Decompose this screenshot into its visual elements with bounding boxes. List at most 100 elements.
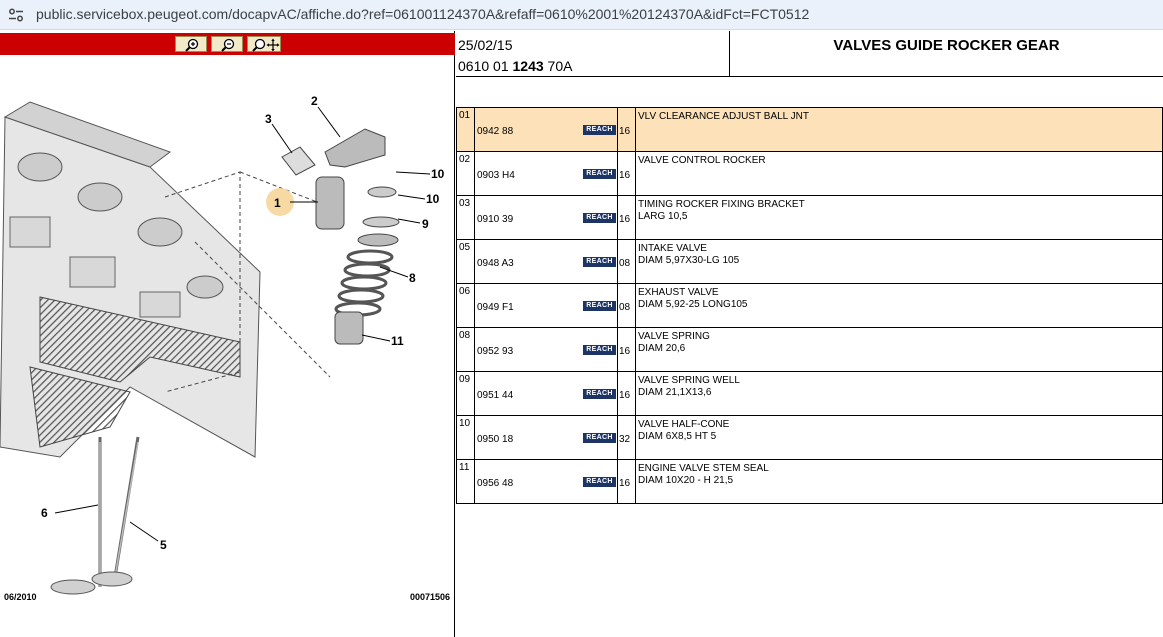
reach-badge: REACH <box>583 257 616 267</box>
part-number[interactable]: 0950 18 <box>477 434 514 445</box>
parts-header: 25/02/15 0610 01 1243 70A VALVES GUIDE R… <box>456 31 1163 77</box>
row-ref-cell[interactable]: 0910 39 REACH <box>474 195 618 240</box>
quantity: 08 <box>619 258 631 269</box>
callout-5[interactable]: 5 <box>160 538 167 552</box>
row-index: 03 <box>456 195 475 240</box>
reach-badge: REACH <box>583 433 616 443</box>
row-ref-cell[interactable]: 0948 A3 REACH <box>474 239 618 284</box>
part-description: ENGINE VALVE STEM SEAL <box>638 463 769 474</box>
header-ref-bold: 1243 <box>512 58 544 74</box>
callout-11[interactable]: 11 <box>391 334 404 348</box>
row-index: 09 <box>456 371 475 416</box>
quantity: 16 <box>619 478 631 489</box>
row-ref-cell[interactable]: 0950 18 REACH <box>474 415 618 460</box>
callout-10b[interactable]: 10 <box>426 192 440 206</box>
reach-badge: REACH <box>583 345 616 355</box>
callout-9[interactable]: 9 <box>422 217 429 231</box>
row-index: 01 <box>456 107 475 152</box>
row-ref-cell[interactable]: 0951 44 REACH <box>474 371 618 416</box>
header-ref-prefix: 0610 01 <box>458 58 513 74</box>
header-divider <box>729 31 730 77</box>
callout-6[interactable]: 6 <box>41 506 48 520</box>
part-number[interactable]: 0910 39 <box>477 214 514 225</box>
part-detail: DIAM 20,6 <box>638 343 686 354</box>
row-ref-cell[interactable]: 0903 H4 REACH <box>474 151 618 196</box>
diagram-date: 06/2010 <box>4 592 37 602</box>
row-index: 08 <box>456 327 475 372</box>
part-number[interactable]: 0952 93 <box>477 346 514 357</box>
part-detail: DIAM 6X8,5 HT 5 <box>638 431 717 442</box>
part-number[interactable]: 0956 48 <box>477 478 514 489</box>
callout-3[interactable]: 3 <box>265 112 272 126</box>
part-description: VALVE SPRING <box>638 331 710 342</box>
row-index: 05 <box>456 239 475 284</box>
part-number[interactable]: 0951 44 <box>477 390 514 401</box>
row-ref-cell[interactable]: 0952 93 REACH <box>474 327 618 372</box>
page-title: VALVES GUIDE ROCKER GEAR <box>833 37 1060 54</box>
part-number[interactable]: 0903 H4 <box>477 170 515 181</box>
row-index: 06 <box>456 283 475 328</box>
rocker-assembly-drawing <box>266 128 400 345</box>
zoom-in-button[interactable] <box>175 36 207 52</box>
reach-badge: REACH <box>583 169 616 179</box>
row-qty-cell: 08 <box>617 283 636 328</box>
site-info-icon[interactable] <box>8 7 24 23</box>
part-detail: LARG 10,5 <box>638 211 688 222</box>
reach-badge: REACH <box>583 389 616 399</box>
part-description: VALVE SPRING WELL <box>638 375 740 386</box>
part-description: INTAKE VALVE <box>638 243 707 254</box>
quantity: 32 <box>619 434 631 445</box>
cylinder-head-drawing <box>0 101 261 458</box>
callout-8[interactable]: 8 <box>409 271 416 285</box>
part-description: VALVE HALF-CONE <box>638 419 730 430</box>
quantity: 16 <box>619 126 631 137</box>
part-number[interactable]: 0949 F1 <box>477 302 514 313</box>
quantity: 16 <box>619 170 631 181</box>
row-index: 11 <box>456 459 475 504</box>
part-detail: DIAM 5,97X30-LG 105 <box>638 255 740 266</box>
header-date: 25/02/15 <box>458 37 513 53</box>
zoom-out-button[interactable] <box>211 36 243 52</box>
quantity: 16 <box>619 214 631 225</box>
part-number[interactable]: 0948 A3 <box>477 258 514 269</box>
row-ref-cell[interactable]: 0942 88 REACH <box>474 107 618 152</box>
part-description: EXHAUST VALVE <box>638 287 719 298</box>
address-bar[interactable]: public.servicebox.peugeot.com/docapvAC/a… <box>0 0 1163 30</box>
callout-1[interactable]: 1 <box>274 196 281 210</box>
row-desc-cell: VALVE CONTROL ROCKER <box>635 151 1163 196</box>
diagram-panel: 1 2 3 5 6 8 9 10 10 11 06/2010 00071506 <box>0 31 455 637</box>
header-ref: 0610 01 1243 70A <box>458 58 572 74</box>
callout-2[interactable]: 2 <box>311 94 318 108</box>
pan-zoom-button[interactable] <box>247 36 281 52</box>
callout-10a[interactable]: 10 <box>431 167 445 181</box>
part-number[interactable]: 0942 88 <box>477 126 514 137</box>
part-detail: DIAM 10X20 - H 21,5 <box>638 475 734 486</box>
row-qty-cell: 16 <box>617 195 636 240</box>
reach-badge: REACH <box>583 213 616 223</box>
part-description: TIMING ROCKER FIXING BRACKET <box>638 199 805 210</box>
quantity: 16 <box>619 390 631 401</box>
row-qty-cell: 16 <box>617 151 636 196</box>
url-text[interactable]: public.servicebox.peugeot.com/docapvAC/a… <box>36 6 810 22</box>
part-detail: DIAM 21,1X13,6 <box>638 387 712 398</box>
reach-badge: REACH <box>583 125 616 135</box>
zoom-toolbar <box>0 33 455 55</box>
